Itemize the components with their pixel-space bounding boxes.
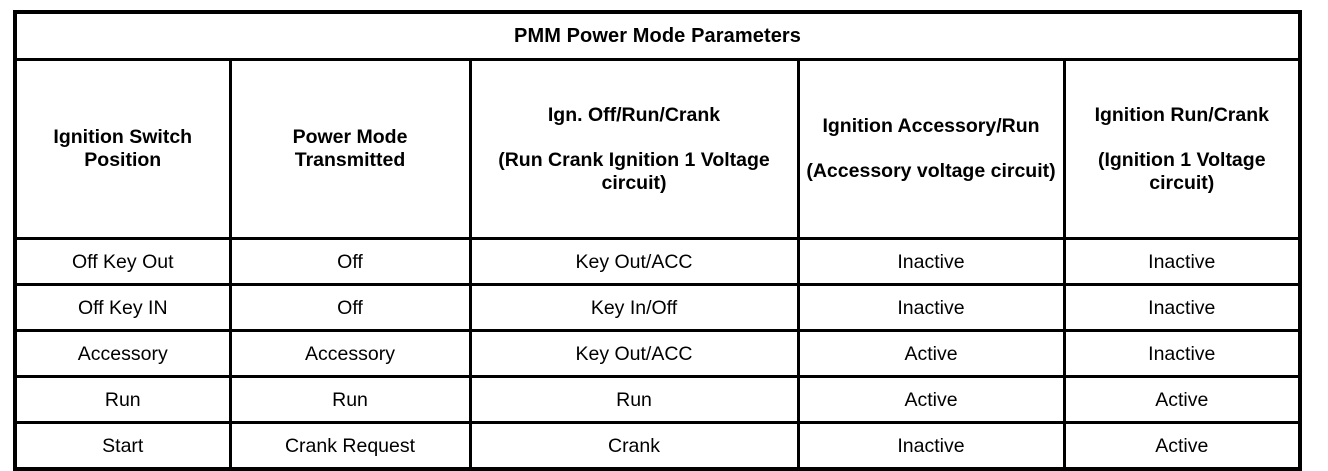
column-header-primary-text: Ign. Off/Run/Crank [547,103,721,126]
cell-ignition-accessory-run: Inactive [796,421,1066,471]
column-header-primary-text: Ignition Accessory/Run [822,115,1040,137]
cell-ign-off-run-crank: Key In/Off [468,283,800,332]
cell-ignition-accessory-run: Active [796,375,1066,424]
cell-ign-off-run-crank: Key Out/ACC [468,237,800,286]
table-row: Off Key IN Off Key In/Off Inactive Inact… [13,283,1303,332]
cell-ignition-run-crank: Active [1062,421,1303,471]
cell-ign-off-run-crank: Key Out/ACC [468,329,800,378]
table-head: PMM Power Mode Parameters Ignition Switc… [13,10,1303,240]
cell-ignition-switch-position: Run [13,375,232,424]
table-row: Run Run Run Active Active [13,375,1303,424]
column-header-ignition-run-crank: Ignition Run/Crank (Ignition 1 Voltage c… [1062,58,1303,240]
table-row: Off Key Out Off Key Out/ACC Inactive Ina… [13,237,1303,286]
cell-ignition-accessory-run: Inactive [796,237,1066,286]
table-row: Start Crank Request Crank Inactive Activ… [13,421,1303,471]
cell-power-mode-transmitted: Crank Request [228,421,472,471]
cell-power-mode-transmitted: Run [228,375,472,424]
page-root: PMM Power Mode Parameters Ignition Switc… [13,10,1303,471]
column-header-primary-text: Ignition Run/Crank [1094,103,1269,126]
table-body: Off Key Out Off Key Out/ACC Inactive Ina… [13,237,1303,471]
table-row: Accessory Accessory Key Out/ACC Active I… [13,329,1303,378]
cell-ignition-run-crank: Inactive [1062,283,1303,332]
cell-ignition-switch-position: Accessory [13,329,232,378]
column-header-ign-off-run-crank: Ign. Off/Run/Crank (Run Crank Ignition 1… [468,58,800,240]
cell-ignition-run-crank: Active [1062,375,1303,424]
cell-power-mode-transmitted: Off [228,283,472,332]
column-header-primary-text: Power Mode Transmitted [292,126,408,171]
column-header-sub-text: (Accessory voltage circuit) [806,160,1056,182]
column-header-sub-text: (Ignition 1 Voltage circuit) [1097,148,1266,194]
cell-ignition-run-crank: Inactive [1062,237,1303,286]
cell-ignition-switch-position: Off Key IN [13,283,232,332]
cell-ignition-switch-position: Start [13,421,232,471]
cell-ign-off-run-crank: Run [468,375,800,424]
pmm-power-mode-parameters-table: PMM Power Mode Parameters Ignition Switc… [13,10,1303,471]
column-header-sub-text: (Run Crank Ignition 1 Voltage circuit) [498,148,770,194]
column-header-ignition-switch-position: Ignition Switch Position [13,58,232,240]
column-header-primary-text: Ignition Switch Position [53,126,193,171]
column-header-row: Ignition Switch Position Power Mode Tran… [13,58,1303,240]
column-header-power-mode-transmitted: Power Mode Transmitted [228,58,472,240]
title-row: PMM Power Mode Parameters [13,10,1302,61]
cell-ignition-accessory-run: Inactive [796,283,1066,332]
cell-power-mode-transmitted: Off [228,237,472,286]
cell-ignition-run-crank: Inactive [1062,329,1303,378]
cell-ign-off-run-crank: Crank [468,421,800,471]
column-header-ignition-accessory-run: Ignition Accessory/Run (Accessory voltag… [796,58,1066,240]
cell-ignition-accessory-run: Active [796,329,1066,378]
table-title: PMM Power Mode Parameters [13,10,1302,61]
cell-ignition-switch-position: Off Key Out [13,237,232,286]
cell-power-mode-transmitted: Accessory [228,329,472,378]
